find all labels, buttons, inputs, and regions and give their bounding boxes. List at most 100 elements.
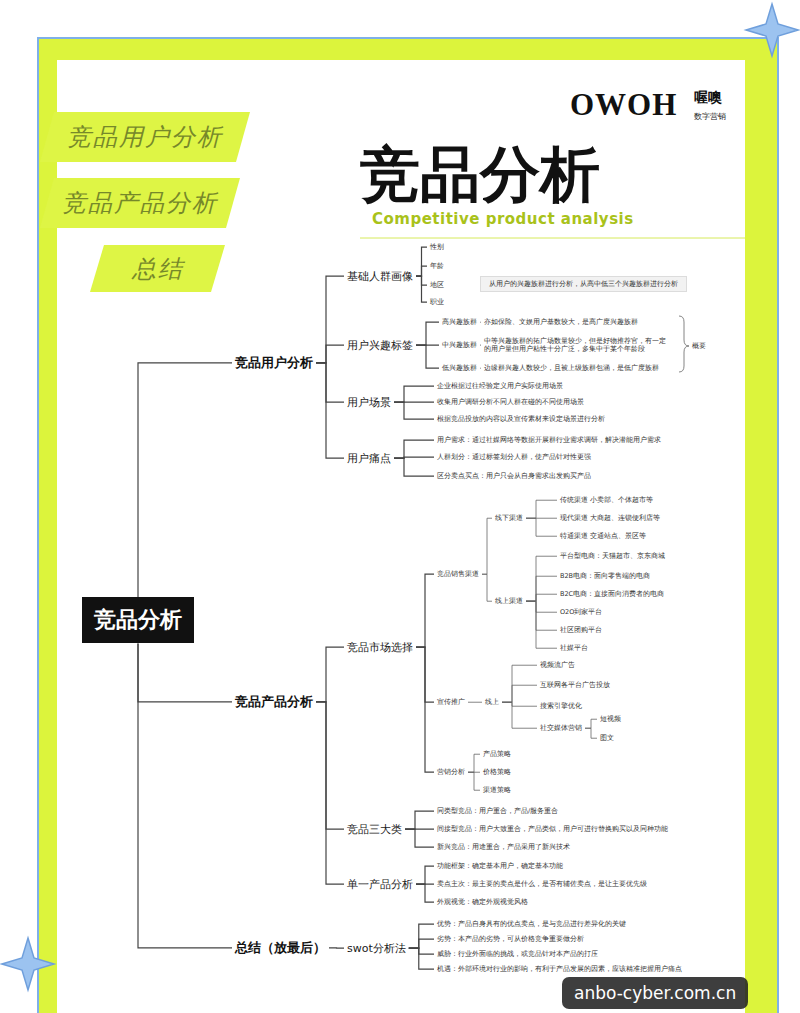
node-text: 价格策略 [483,768,511,776]
node-text: 互联网各平台广告投放 [540,681,610,689]
subtitle: Competitive product analysis [372,210,634,228]
tab-fill [90,245,225,292]
branch-line [526,518,557,536]
branch-line [502,702,537,728]
branch-line [409,948,434,954]
leaf-node: 竞品销售渠道 [437,570,479,578]
node-text: 营销分析 [437,768,465,776]
leaf-node: 劣势：本产品的劣势，可从价格竞争重要做分析 [437,935,584,943]
leaf-node: 搜索引擎优化 [540,702,582,710]
branch-line [416,884,434,902]
topic-node: swot分析法 [347,942,406,955]
node-text: 机遇：外部环境对行业的影响，有利于产品发展的因素，应该精准把握用户痛点 [437,965,682,973]
branch-line [480,344,481,345]
node-text: 竞品三大类 [347,823,402,836]
node-text: swot分析法 [347,942,406,955]
leaf-node: 高兴趣族群 [442,318,477,326]
node-text: 人群划分：通过标签划分人群，使产品针对性更强 [437,453,591,461]
branch-line [316,647,344,702]
branch-line [329,947,344,948]
branch-line [138,643,232,701]
branch-line [585,719,597,728]
node-text: 现代渠道 大商超、连锁便利店等 [560,514,660,522]
page-title: 竞品分析 [360,141,600,207]
node-text: 中兴趣族群 [442,341,477,349]
leaf-node: 人群划分：通过标签划分人群，使产品针对性更强 [437,453,591,461]
leaf-node: 营销分析 [437,768,465,776]
leaf-node: 新兴竞品：用途重合，产品采用了新兴技术 [437,843,570,851]
node-text: 根据竞品投放的内容以及宣传素材来设定场景进行分析 [437,415,605,423]
node-text: 搜索引擎优化 [540,702,582,710]
leaf-node: 宣传推广 [437,698,465,706]
node-text: 企业根据过往经验定义用户实际使用场景 [437,382,563,390]
leaf-node: 中等兴趣族群的拓广场数量较少，但是好物推荐官，有一定的用户量但用户粘性十分广泛，… [484,337,669,354]
node-text: 用户需求：通过社媒网络等数据开展群行业需求调研，解决潜能用户需求 [437,436,661,444]
node-text: 宣传推广 [437,698,465,706]
node-text: 线下渠道 [495,514,523,522]
node-text: 亦如保险、文娱用户基数较大，是高广度兴趣族群 [484,318,638,326]
branch-line [416,276,427,302]
node-text: 产品策略 [483,750,511,758]
branch-line [405,811,434,829]
leaf-node: 地区 [430,281,444,289]
leaf-node: 传统渠道 小卖部、个体超市等 [560,496,653,504]
leaf-node: 线上渠道 [495,597,523,605]
node-text: 单一产品分析 [347,878,413,891]
topic-node: 用户痛点 [347,452,391,465]
branch-line [480,322,481,323]
logo-text: OWOH [570,87,677,123]
leaf-node: 企业根据过往经验定义用户实际使用场景 [437,382,563,390]
branch-line [316,702,344,884]
leaf-node: 年龄 [430,262,444,270]
node-text: 社交媒体营销 [540,724,582,732]
leaf-node: 特通渠道 交通站点、景区等 [560,532,646,540]
branch-line [416,345,439,368]
branch-line [316,363,344,458]
branch-line [316,702,344,829]
node-text: 竞品销售渠道 [437,570,479,578]
node-text: O2O到家平台 [560,608,602,616]
node-text: 高兴趣族群 [442,318,477,326]
leaf-node: 社媒平台 [560,644,588,652]
leaf-node: O2O到家平台 [560,608,602,616]
note-box: 从用户的兴趣族群进行分析，从高中低三个兴趣族群进行分析 [480,276,687,292]
leaf-node: 性别 [430,243,444,251]
node-text: 竞品产品分析 [62,187,218,219]
branch-line [409,924,434,948]
node-text: 图文 [600,734,614,742]
node-text: 用户场景 [347,396,391,409]
leaf-node: 机遇：外部环境对行业的影响，有利于产品发展的因素，应该精准把握用户痛点 [437,965,682,973]
node-text: 边缘群兴趣人数较少，且被上级族群包涵，是低广度族群 [484,364,659,372]
leaf-node: B2B电商：面向零售端的电商 [560,572,650,580]
title-rule [360,238,745,239]
node-text: 地区 [430,281,444,289]
branch-line [482,574,492,601]
node-text: 外观视觉：确定外观视觉风格 [437,898,528,906]
node-text: 竞品产品分析 [235,694,313,710]
node-text: 总结（放最后） [235,940,326,956]
branch-line [502,685,537,702]
watermark: anbo-cyber.com.cn [562,977,748,1009]
branch-line [316,363,344,402]
leaf-node: 卖点主次：最主要的卖点是什么，是否有辅佐卖点，是让主要优先级 [437,880,647,888]
leaf-node: 根据竞品投放的内容以及宣传素材来设定场景进行分析 [437,415,605,423]
branch-node: 竞品产品分析 [235,694,313,710]
leaf-node: 收集用户调研分析不同人群在碰的不同使用场景 [437,398,584,406]
tab-fill [40,112,250,162]
node-text: 线上 [485,698,499,706]
leaf-node: 产品策略 [483,750,511,758]
leaf-node: 视频流广告 [540,661,575,669]
node-text: B2B电商：面向零售端的电商 [560,572,650,580]
branch-line [416,866,434,884]
node-text: 年龄 [430,262,444,270]
branch-line [526,500,557,518]
node-text: 劣势：本产品的劣势，可从价格竞争重要做分析 [437,935,584,943]
leaf-node: 渠道策略 [483,786,511,794]
bracket [679,316,689,372]
branch-line [394,440,434,458]
branch-line [468,754,480,772]
topic-node: 用户场景 [347,396,391,409]
branch-node: 总结（放最后） [235,940,326,956]
tab-fill [40,178,240,228]
branch-line [138,643,232,947]
